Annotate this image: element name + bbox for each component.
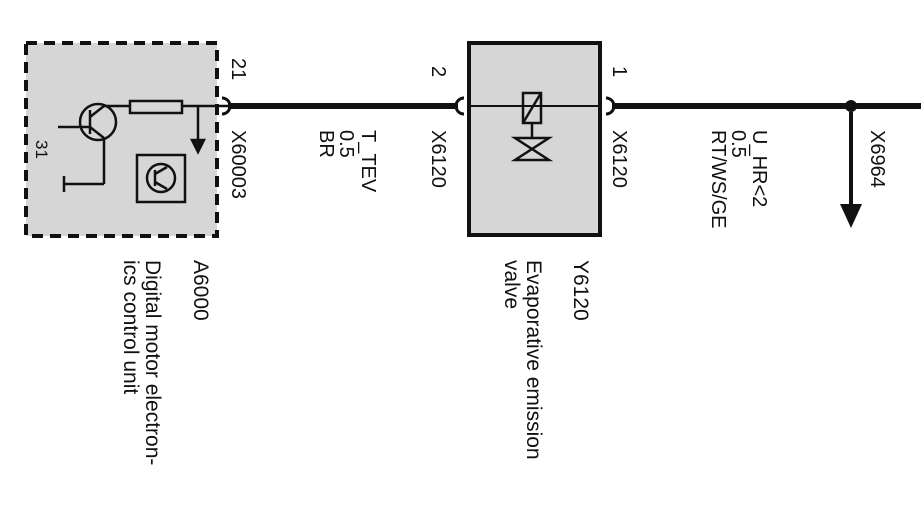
- wire-left-signal: T_TEV: [357, 130, 379, 193]
- transistor-symbol: [58, 99, 228, 192]
- wire-right: [605, 96, 921, 228]
- branch-arrow-icon: [840, 204, 862, 228]
- dme-name-line2: ics control unit: [119, 260, 142, 394]
- valve-name-line2: valve: [500, 260, 523, 309]
- solenoid-valve-icon: [510, 91, 554, 162]
- wire-right-signal: U_HR<2: [748, 130, 770, 207]
- valve-name-line1: Evaporative emission: [522, 260, 545, 460]
- dme-control-unit: 31: [24, 41, 228, 238]
- valve-pin-right: 1: [608, 66, 630, 77]
- ground-label: 31: [32, 140, 51, 159]
- wire-right-gauge: 0.5: [727, 130, 749, 158]
- wire-left-gauge: 0.5: [335, 130, 357, 158]
- branch-connector: X6964: [866, 130, 888, 188]
- valve-pin-left: 2: [427, 66, 449, 77]
- dme-connector: X60003: [227, 130, 249, 199]
- evaporative-emission-valve: [467, 41, 602, 237]
- wire-left-color: BR: [315, 130, 337, 158]
- dme-id: A6000: [189, 260, 212, 321]
- wire-left: [221, 96, 465, 116]
- wire-right-color: RT/WS/GE: [707, 130, 729, 229]
- valve-connector-left: X6120: [427, 130, 449, 188]
- transistor-diagnostic-icon: [135, 153, 187, 204]
- valve-connector-right: X6120: [608, 130, 630, 188]
- dme-pin: 21: [227, 58, 249, 80]
- valve-id: Y6120: [569, 260, 592, 321]
- dme-name-line1: Digital motor electron-: [141, 260, 164, 465]
